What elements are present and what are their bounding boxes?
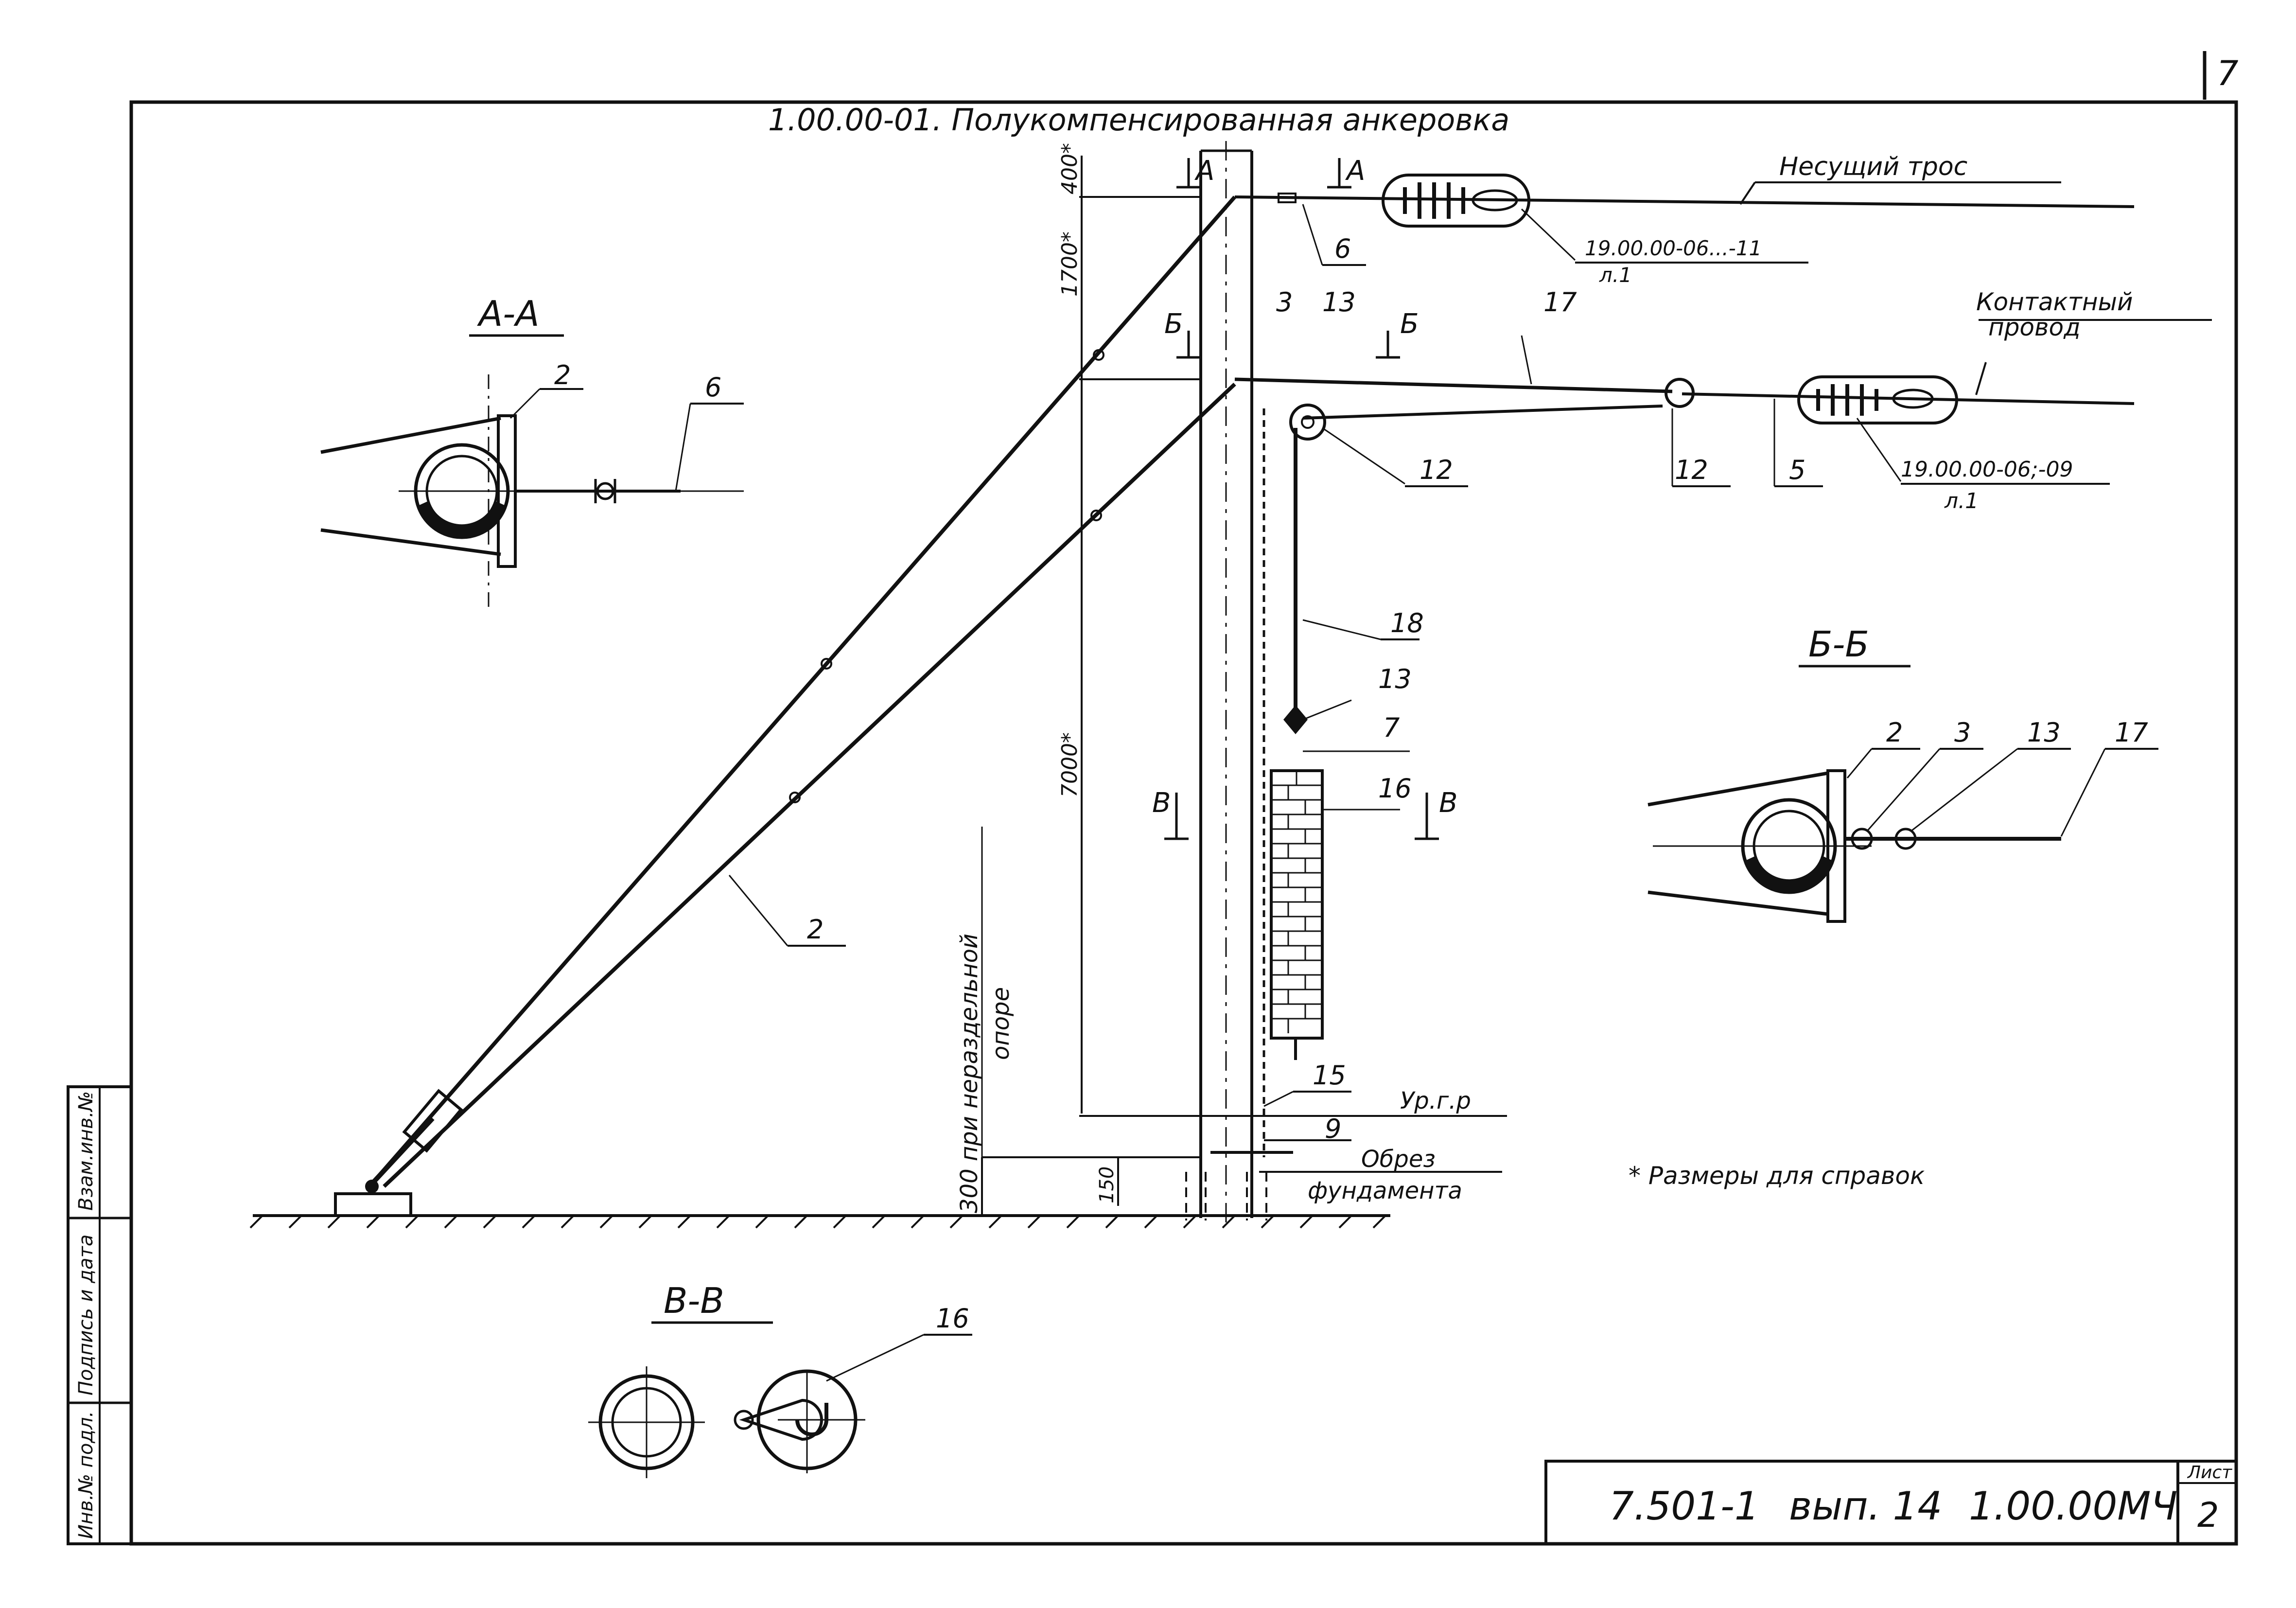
cut-v-right: В xyxy=(1439,787,1457,819)
cut-b-right: Б xyxy=(1400,308,1419,340)
cut-a-right: А xyxy=(1345,155,1365,187)
side-stamp: Инв.№ подл. Подпись и дата Взам.инв.№ xyxy=(67,1085,133,1545)
counterweight-assembly xyxy=(1210,408,1324,1157)
section-v-v-title: В-В xyxy=(664,1280,724,1321)
callout-12-right: 12 xyxy=(1675,455,1708,485)
level-labels: Ур.г.р Обрез фундамента * Размеры для сп… xyxy=(1259,1087,1925,1204)
section-b-b-title: Б-Б xyxy=(1808,624,1869,665)
tb-code: 7.501-1 xyxy=(1609,1484,1759,1529)
carrier-cable: Несущий трос xyxy=(1234,152,2135,228)
callout-5: 5 xyxy=(1789,455,1805,485)
tb-issue: вып. 14 xyxy=(1789,1484,1942,1529)
cut-a-left: А xyxy=(1194,155,1214,187)
cut-b-left: Б xyxy=(1164,308,1183,340)
callout-13-mid: 13 xyxy=(1378,664,1412,694)
carrier-cable-label: Несущий трос xyxy=(1779,152,1967,181)
title-block: 7.501-1 вып. 14 1.00.00МЧ Лист 2 xyxy=(1544,1460,2238,1545)
section-b-b: Б-Б 2 3 13 17 xyxy=(1648,624,2158,923)
contact-insulator-group xyxy=(1797,375,1958,424)
section-b-b-callout-2: 2 xyxy=(1886,717,1903,748)
counterweight-stack xyxy=(1270,769,1324,1040)
callout-2-guy: 2 xyxy=(807,914,824,945)
page-number: 7 xyxy=(2217,53,2239,93)
tb-sheet-label: Лист xyxy=(2187,1463,2232,1483)
section-v-v: В-В 16 xyxy=(588,1280,972,1478)
tb-doc: 1.00.00МЧ xyxy=(1969,1484,2177,1529)
vertical-note-2: опоре xyxy=(987,987,1015,1060)
anchor-block xyxy=(334,1192,412,1217)
callout-15: 15 xyxy=(1313,1060,1346,1091)
stamp-signature-date: Подпись и дата xyxy=(75,1235,97,1396)
tb-sheet-number: 2 xyxy=(2197,1495,2219,1535)
section-b-b-callout-13: 13 xyxy=(2027,717,2061,748)
callout-9: 9 xyxy=(1325,1113,1341,1144)
sheet-frame xyxy=(129,100,2238,1546)
contact-wire-label-2: провод xyxy=(1988,313,2081,341)
stamp-inv-podl: Инв.№ подл. xyxy=(75,1411,97,1539)
callout-16: 16 xyxy=(1378,773,1412,804)
dim-7000: 7000* xyxy=(1057,732,1082,797)
contact-ref-1: 19.00.00-06;-09 xyxy=(1901,457,2073,482)
foundation-label-2: фундамента xyxy=(1308,1177,1462,1204)
reference-note: * Размеры для справок xyxy=(1629,1162,1925,1190)
section-v-v-callout-16: 16 xyxy=(936,1303,969,1334)
section-a-a-callout-6: 6 xyxy=(705,372,721,403)
section-a-a-callout-2: 2 xyxy=(554,360,571,390)
section-a-a: А-А 2 6 xyxy=(320,293,744,608)
dim-1700: 1700* xyxy=(1057,231,1082,297)
contact-ref-2: л.1 xyxy=(1944,489,1979,513)
callout-18: 18 xyxy=(1390,608,1424,638)
carrier-ref-2: л.1 xyxy=(1599,263,1632,287)
callout-6: 6 xyxy=(1334,233,1351,264)
reference-labels: 19.00.00-06...-11 л.1 19.00.00-06;-09 л.… xyxy=(1521,208,2110,513)
carrier-ref-1: 19.00.00-06...-11 xyxy=(1585,236,1762,260)
dim-400: 400* xyxy=(1057,143,1082,194)
cut-v-left: В xyxy=(1152,787,1171,819)
callout-7: 7 xyxy=(1383,712,1400,743)
callout-3: 3 xyxy=(1276,287,1293,318)
vertical-note-1: 300 при нераздельной xyxy=(956,934,983,1213)
callout-13-top: 13 xyxy=(1322,287,1356,318)
ground-level-label: Ур.г.р xyxy=(1400,1087,1471,1114)
section-a-a-title: А-А xyxy=(477,293,540,334)
contact-wire-label-1: Контактный xyxy=(1976,288,2133,316)
foundation-label-1: Обрез xyxy=(1361,1146,1436,1173)
stamp-vzam-inv: Взам.инв.№ xyxy=(75,1091,97,1211)
pole xyxy=(1185,141,1267,1225)
drawing-title: 1.00.00-01. Полукомпенсированная анкеров… xyxy=(768,102,1509,138)
contact-wire: Контактный провод xyxy=(1234,288,2212,441)
carrier-insulator-group xyxy=(1382,174,1530,228)
section-b-b-callout-17: 17 xyxy=(2115,717,2148,748)
callout-12-left: 12 xyxy=(1420,455,1453,485)
anchor-guys xyxy=(334,195,1237,1217)
dim-150: 150 xyxy=(1096,1166,1118,1203)
dimension-lines: 400* 1700* 7000* 150 300 при нераздельно… xyxy=(956,143,1507,1216)
callouts: 6 3 13 17 12 12 5 18 13 7 16 15 9 2 xyxy=(728,204,1823,1144)
ground-line xyxy=(249,1214,1390,1229)
section-b-b-callout-3: 3 xyxy=(1954,717,1971,748)
callout-17: 17 xyxy=(1543,287,1577,318)
section-cut-markers: А А Б Б В В xyxy=(1152,155,1457,840)
